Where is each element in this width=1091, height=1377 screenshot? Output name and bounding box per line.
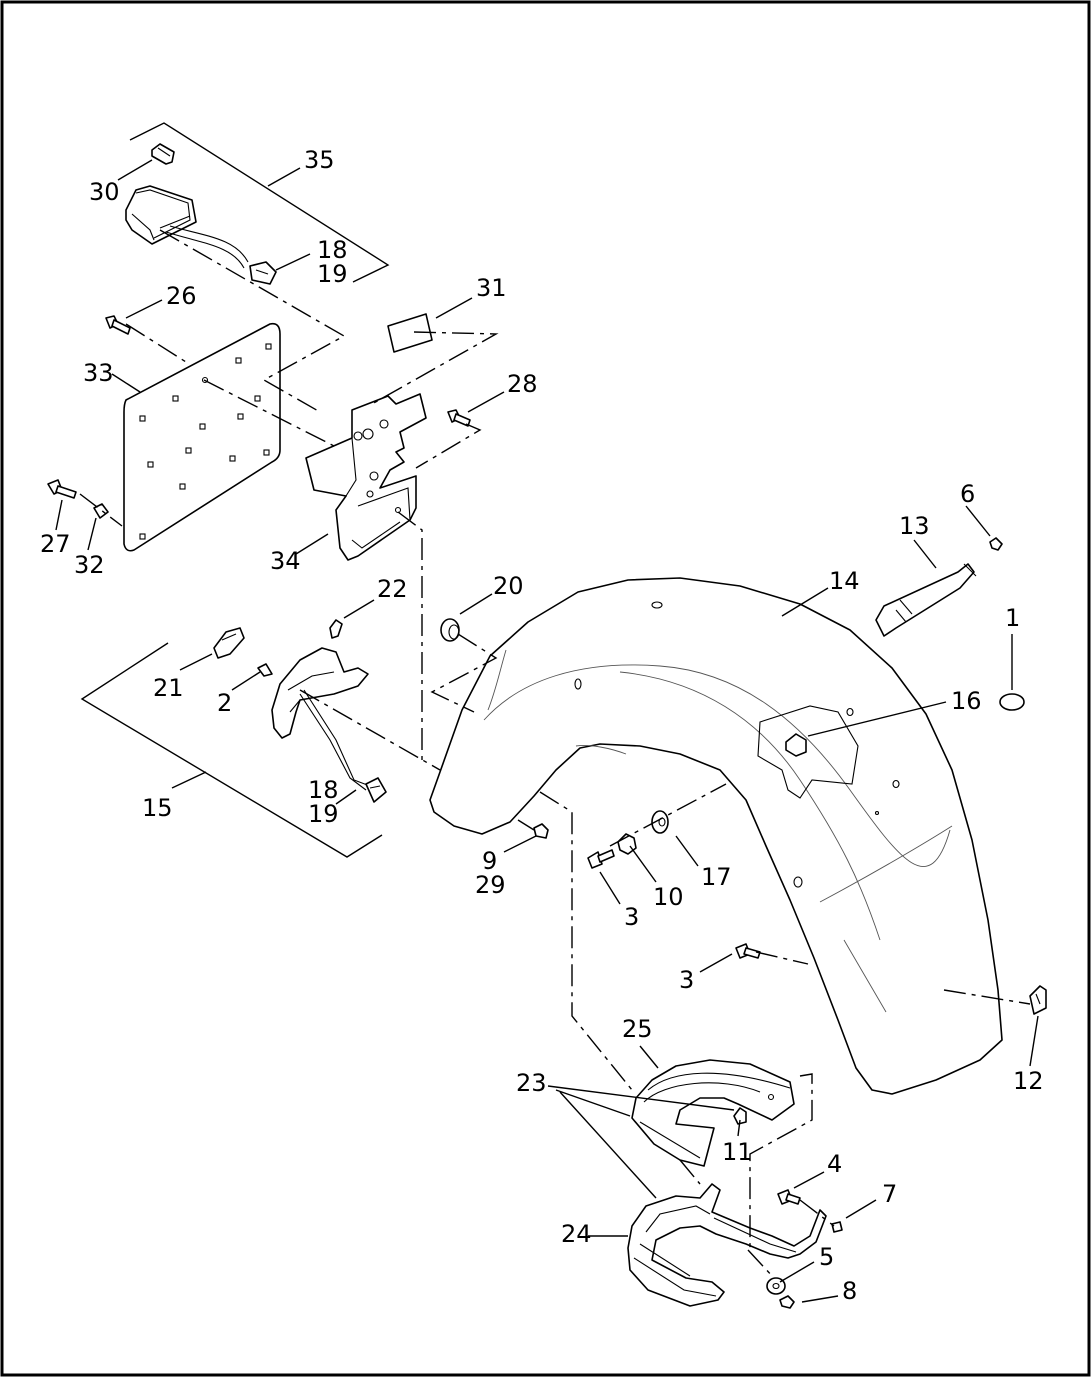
part-30-clip — [151, 143, 175, 165]
callout-15: 15 — [142, 794, 173, 822]
part-2-screw — [257, 663, 273, 677]
part-3-bolt-lower — [735, 943, 761, 959]
part-25-rail-cover — [631, 1059, 795, 1167]
group-bracket-15 — [80, 642, 383, 858]
part-22-bulb — [329, 619, 343, 639]
callout-34: 34 — [270, 547, 301, 575]
part-24-rail — [627, 1183, 827, 1307]
group-bracket-35 — [129, 122, 390, 283]
callout-22: 22 — [377, 575, 408, 603]
callout-labels: 35 30 18 19 26 31 33 28 27 32 34 6 13 14… — [40, 146, 1044, 1305]
callout-26: 26 — [166, 282, 197, 310]
part-14-rear-fender — [429, 577, 1003, 1095]
callout-35: 35 — [304, 146, 335, 174]
part-16-nut — [785, 733, 807, 757]
callout-19: 19 — [317, 260, 348, 288]
callout-5: 5 — [819, 1243, 834, 1271]
part-26-screw — [105, 315, 131, 335]
callout-20: 20 — [493, 572, 524, 600]
callout-9: 9 — [482, 847, 497, 875]
part-12-clip — [1029, 985, 1047, 1015]
callout-3: 3 — [624, 903, 639, 931]
callout-17: 17 — [701, 863, 732, 891]
callout-23: 23 — [516, 1069, 547, 1097]
part-8-nut — [779, 1295, 795, 1309]
callout-3: 3 — [679, 966, 694, 994]
callout-1: 1 — [1005, 604, 1020, 632]
callout-16: 16 — [951, 687, 982, 715]
callout-21: 21 — [153, 674, 184, 702]
callout-30: 30 — [89, 178, 120, 206]
callout-11: 11 — [722, 1138, 753, 1166]
assembly-lines — [79, 229, 1031, 1279]
callout-10: 10 — [653, 883, 684, 911]
callout-29: 29 — [475, 871, 506, 899]
callout-18: 18 — [308, 776, 339, 804]
part-31-label — [387, 313, 433, 353]
callout-18: 18 — [317, 236, 348, 264]
callout-33: 33 — [83, 359, 114, 387]
part-32-nut — [93, 503, 109, 519]
callout-27: 27 — [40, 530, 71, 558]
part-7-nut — [831, 1221, 843, 1233]
part-21-lens — [213, 627, 245, 659]
part-34-bracket — [305, 393, 427, 561]
part-3-bolt-upper — [587, 849, 615, 869]
part-11-nut — [733, 1107, 747, 1125]
callout-13: 13 — [899, 512, 930, 540]
callout-7: 7 — [882, 1180, 897, 1208]
callout-28: 28 — [507, 370, 538, 398]
callout-31: 31 — [476, 274, 507, 302]
part-17-washer — [651, 810, 669, 834]
part-tail-lamp-housing — [125, 185, 277, 285]
callout-32: 32 — [74, 551, 105, 579]
part-20-grommet — [440, 618, 460, 642]
part-13-strap — [875, 563, 977, 637]
callout-4: 4 — [827, 1150, 842, 1178]
part-1-plug — [999, 693, 1025, 711]
part-27-screw — [47, 479, 77, 499]
leader-lines — [55, 159, 1039, 1303]
part-9-nut — [533, 823, 549, 839]
callout-12: 12 — [1013, 1067, 1044, 1095]
part-33-plate — [123, 322, 281, 552]
callout-8: 8 — [842, 1277, 857, 1305]
part-4-bolt — [777, 1189, 801, 1205]
callout-2: 2 — [217, 689, 232, 717]
callout-14: 14 — [829, 567, 860, 595]
callout-6: 6 — [960, 480, 975, 508]
part-6-nut — [989, 537, 1003, 551]
callout-19: 19 — [308, 800, 339, 828]
part-15-lamp-housing — [271, 647, 387, 803]
callout-25: 25 — [622, 1015, 653, 1043]
part-28-bolt — [447, 409, 471, 427]
callout-24: 24 — [561, 1220, 592, 1248]
